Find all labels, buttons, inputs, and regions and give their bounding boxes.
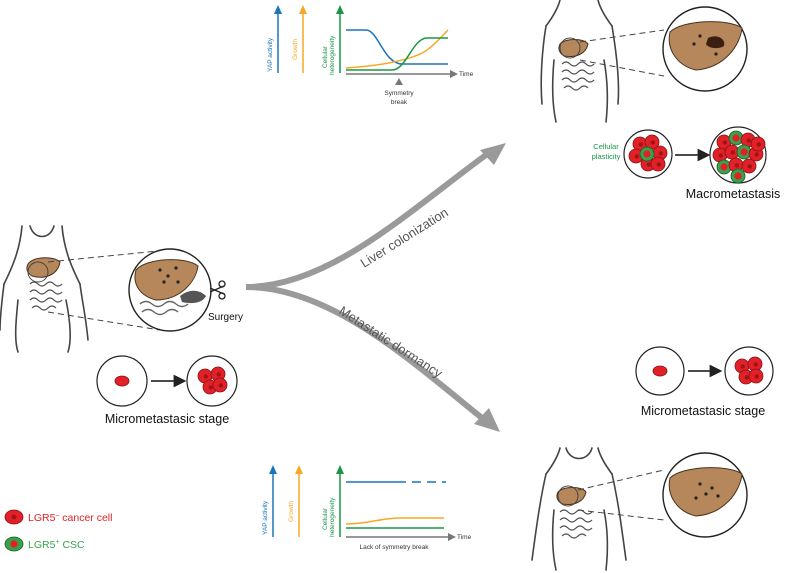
- top-right-zoom-line-bottom: [579, 59, 665, 77]
- top-het-label-1: Cellular: [322, 45, 329, 68]
- top-right-liver-small: [558, 37, 589, 59]
- top-yap-label: YAP activity: [267, 37, 274, 72]
- left-liver-small: [26, 257, 61, 278]
- top-symmetry-label-2: break: [391, 99, 408, 106]
- top-growth-label: Growth: [292, 39, 299, 60]
- bottom-right-body-illustration: [531, 447, 627, 571]
- macrometastasis-label: Macrometastasis: [686, 187, 780, 201]
- micrometastasic-left-label: Micrometastasic stage: [105, 412, 229, 426]
- bottom-right-intestine: [559, 509, 593, 539]
- top-symmetry-label-1: Symmetry: [384, 90, 414, 97]
- metastatic-dormancy-label: Metastatic dormancy: [336, 303, 445, 381]
- legend-cancer-cell-swatch: [4, 509, 24, 525]
- top-symmetry-break-marker: [395, 78, 403, 85]
- legend: LGR5– cancer cell LGR5+ CSC: [4, 509, 112, 552]
- top-right-zoom-line-top: [579, 29, 665, 43]
- bottom-right-liver-small: [556, 485, 587, 507]
- surgery-label: Surgery: [208, 312, 243, 323]
- bottom-right-zoom-line-bottom: [577, 509, 665, 521]
- micrometastasic-right-label: Micrometastasic stage: [641, 404, 765, 418]
- left-zoom-line-bottom: [47, 311, 161, 331]
- bottom-lack-symmetry-label: Lack of symmetry break: [360, 544, 430, 551]
- bottom-het-label-2: heterogeneity: [329, 497, 336, 537]
- macrometastasis-cluster: [709, 126, 767, 184]
- left-micro-cluster: [186, 355, 238, 407]
- bottom-growth-line: [345, 517, 444, 525]
- branch-arrows: [245, 143, 506, 432]
- bottom-yap-label: YAP activity: [262, 500, 269, 535]
- scissors-icon: [209, 280, 226, 300]
- cellular-plasticity-label-2: plasticity: [592, 152, 621, 161]
- top-growth-curve: [345, 29, 449, 69]
- left-liver-zoom: [128, 248, 212, 332]
- top-right-body-illustration: [540, 0, 620, 123]
- right-micro-cluster: [724, 346, 774, 396]
- top-time-label: Time: [459, 71, 474, 78]
- bottom-het-label-1: Cellular: [322, 507, 329, 530]
- bottom-right-liver-zoom: [662, 452, 748, 538]
- top-het-label-2: heterogeneity: [329, 35, 336, 75]
- top-right-intestine: [561, 61, 595, 91]
- plasticity-cluster: [623, 129, 673, 179]
- bottom-graph: YAP activity Growth Cellular heterogenei…: [262, 465, 472, 551]
- left-body-illustration: [0, 225, 89, 353]
- left-zoom-origin: [27, 261, 49, 283]
- left-intestine: [29, 281, 63, 311]
- top-right-liver-zoom: [662, 6, 748, 92]
- legend-csc-swatch: [4, 536, 24, 552]
- legend-cancer-cell-label: LGR5– cancer cell: [28, 512, 112, 524]
- top-graph: YAP activity Growth Cellular heterogenei…: [267, 5, 474, 106]
- bottom-right-zoom-line-top: [577, 469, 665, 491]
- left-micro-single-cell: [96, 355, 148, 407]
- top-het-curve: [346, 37, 448, 71]
- bottom-time-label: Time: [457, 534, 472, 541]
- legend-csc-label: LGR5+ CSC: [28, 539, 85, 551]
- cellular-plasticity-label-1: Cellular: [593, 142, 619, 151]
- top-yap-curve: [346, 29, 448, 65]
- right-micro-single-cell: [635, 346, 685, 396]
- bottom-growth-label: Growth: [288, 501, 295, 522]
- left-zoom-line-top: [47, 249, 169, 263]
